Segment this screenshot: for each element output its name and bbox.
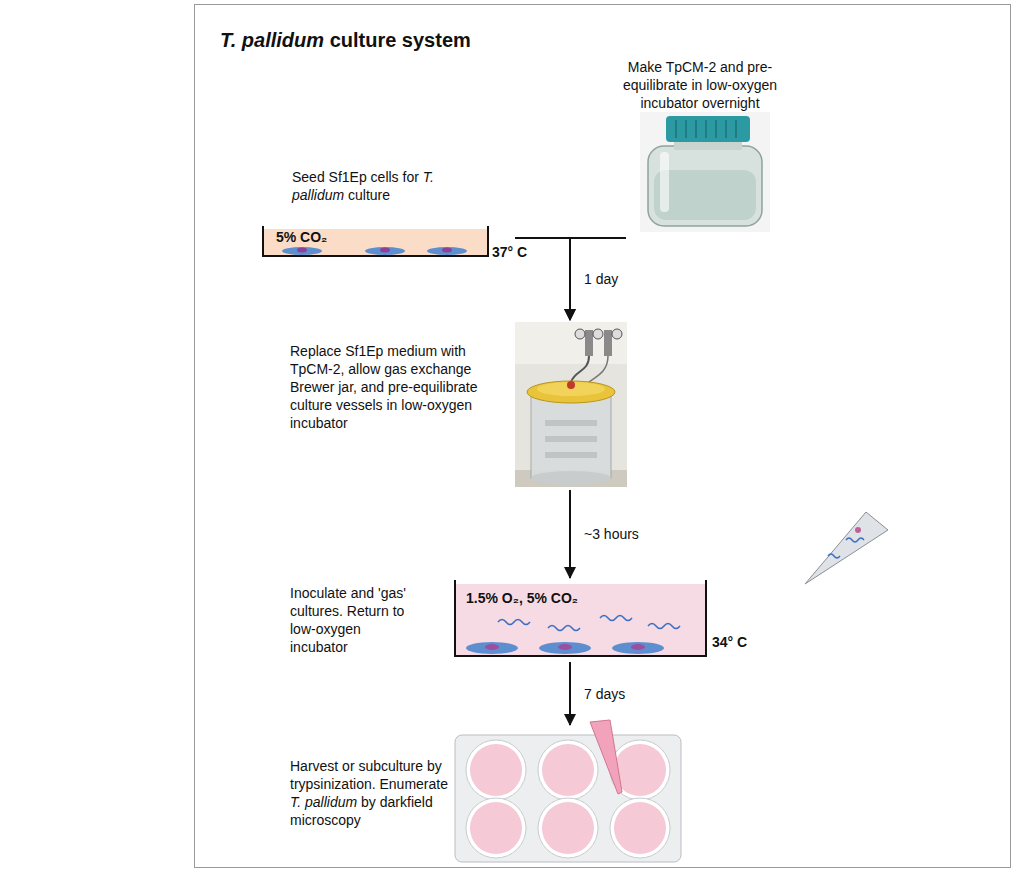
condition-label: 34° C [712,634,747,650]
flow-arrow [569,662,571,725]
figure-title: T. pallidum culture system [220,28,471,52]
step-box: Replace Sf1Ep medium with TpCM-2, allow … [285,320,630,490]
step-text: Replace Sf1Ep medium with TpCM-2, allow … [290,342,482,432]
duration-label: 7 days [584,686,625,702]
species-name: T. pallidum [292,169,434,203]
condition-label: 1.5% O₂, 5% CO₂ [466,590,578,606]
condition-label: 37° C [492,244,527,260]
species-name: T. pallidum [290,794,357,810]
pipette-tip [805,512,888,584]
culture-dish [263,226,488,256]
culture-dish [455,580,706,656]
step-box: Make TpCM-2 and pre-equilibrate in low-o… [600,52,800,238]
condition-label: 5% CO₂ [276,229,327,245]
flow-arrow [570,238,626,320]
step-text: Inoculate and 'gas' cultures. Return to … [290,584,414,656]
step-box: Seed Sf1Ep cells for T. pallidum culture [285,160,515,265]
step-text: Harvest or subculture by trypsinization.… [290,757,450,829]
figure-border [195,5,1011,868]
species-name: T. pallidum [220,29,324,51]
step-text: Seed Sf1Ep cells for T. pallidum culture [292,168,444,204]
well-plate-photo [455,720,681,862]
duration-label: ~3 hours [584,526,639,542]
duration-label: 1 day [584,271,618,287]
step-box: Harvest or subculture by trypsinization.… [285,725,685,863]
medium-bottle-photo [640,112,770,232]
brewer-jar-photo [515,322,627,487]
flow-arrow [569,490,571,578]
step-text: Make TpCM-2 and pre-equilibrate in low-o… [610,58,790,112]
